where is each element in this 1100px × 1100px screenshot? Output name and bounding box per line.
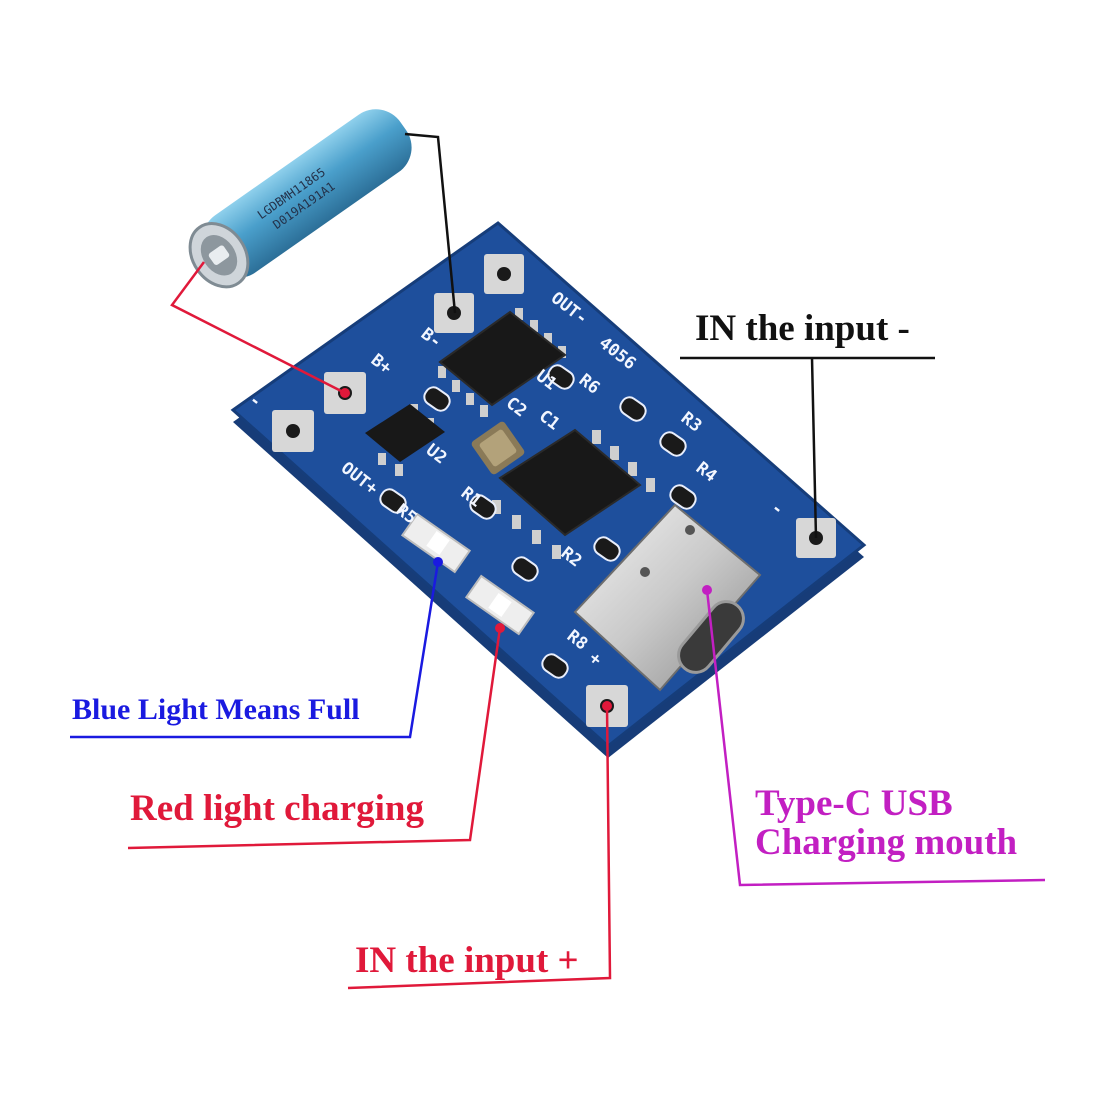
leader-line-red [127,627,502,850]
label-typec-line2: Charging mouth [755,821,1018,863]
dot-in-plus [602,701,612,711]
ic-chip-charger [492,428,655,559]
pad-out-minus [484,254,524,294]
dot-b-plus [340,388,350,398]
ic-chip-protection [438,308,567,417]
dot-blue [433,557,443,567]
label-input-positive: IN the input + [355,940,579,981]
smd-resistors [379,364,697,679]
label-typec-usb: Type-C USB Charging mouth [755,783,1018,863]
led-red-charging [464,574,536,636]
label-red-light-charging: Red light charging [130,788,424,829]
leader-line-blue [70,561,440,739]
capacitor [471,421,525,475]
leader-line-in-minus [680,356,935,539]
label-input-negative: IN the input - [695,308,910,349]
leader-line-b-plus [170,261,346,395]
led-blue-full [400,512,472,574]
ic-chip-mosfet [365,404,445,476]
dot-red [495,623,505,633]
label-blue-light-full: Blue Light Means Full [72,693,360,726]
leader-line-typec [705,589,1046,887]
leader-line-in-plus [347,705,612,990]
battery-cell: LGDBMH11865 D019A191A1 [188,109,412,289]
label-typec-line1: Type-C USB [755,783,953,824]
leader-line-b-minus [404,132,457,314]
pad-out-plus [272,410,314,452]
dot-typec [702,585,712,595]
